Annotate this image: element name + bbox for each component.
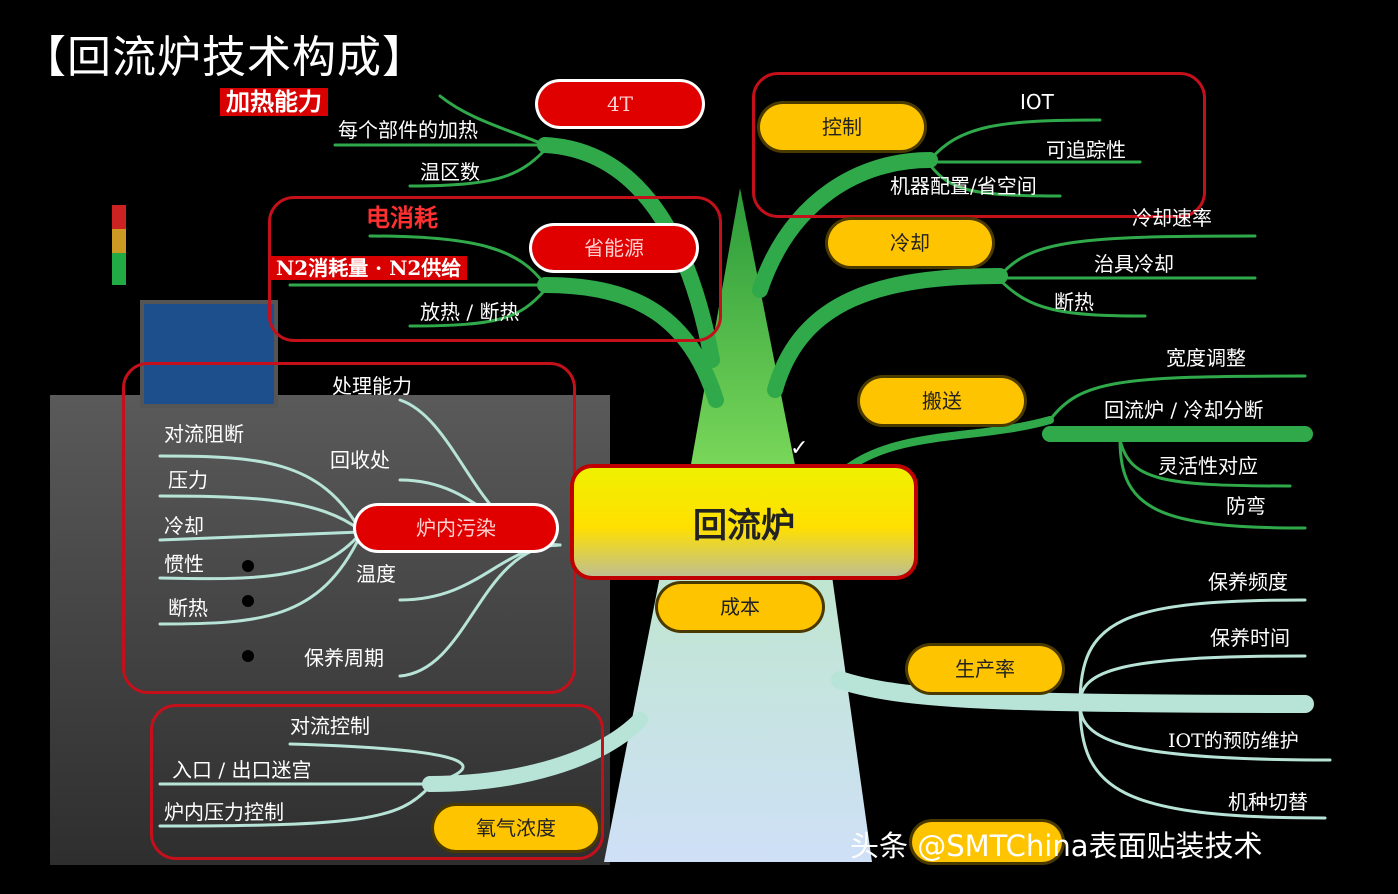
branch-maint-time bbox=[1078, 654, 1307, 706]
branch-insulation bbox=[998, 278, 1147, 318]
node-cooling: 冷却 bbox=[828, 220, 992, 266]
branch-release bbox=[408, 288, 547, 328]
branch-control bbox=[752, 152, 938, 298]
branch-iot bbox=[928, 118, 1102, 162]
node-energy: 省能源 bbox=[532, 226, 696, 270]
oxygen-frame bbox=[150, 704, 604, 860]
leaf-convection-control: 对流控制 bbox=[290, 714, 370, 738]
leaf-release: 放热 / 断热 bbox=[420, 300, 520, 324]
watermark: 头条 @SMTChina表面贴装技术 bbox=[850, 829, 1263, 863]
branch-power bbox=[368, 234, 547, 287]
machine-monitor-image bbox=[140, 300, 278, 408]
leaf-inertia: 惯性 bbox=[164, 552, 204, 576]
node-pollution: 炉内污染 bbox=[356, 506, 556, 550]
branch-oxygen bbox=[422, 712, 648, 792]
branch-productivity bbox=[831, 671, 1314, 713]
leaf-bend: 防弯 bbox=[1226, 494, 1266, 518]
branch-cooling bbox=[767, 268, 1008, 398]
branch-inertia bbox=[158, 532, 362, 581]
branch-insul2 bbox=[158, 534, 362, 626]
leaf-recovery: 回收处 bbox=[330, 448, 390, 472]
branch-convection-control bbox=[288, 742, 465, 786]
node-4t: 4T bbox=[538, 82, 702, 126]
branch-maint-freq bbox=[1078, 598, 1307, 706]
node-productivity: 生产率 bbox=[908, 646, 1062, 692]
leaf-n2: N2消耗量 · N2供给 bbox=[270, 256, 468, 280]
branch-heating-capacity bbox=[438, 94, 547, 147]
leaf-config: 机器配置/省空间 bbox=[890, 174, 1037, 198]
leaf-furnace-pressure: 炉内压力控制 bbox=[164, 800, 284, 824]
leaf-entry-exit: 入口 / 出口迷宫 bbox=[172, 758, 312, 782]
leaf-pressure: 压力 bbox=[168, 468, 208, 492]
branch-transport bbox=[844, 416, 1054, 472]
branch-changeover bbox=[1078, 702, 1327, 820]
leaf-insulation: 断热 bbox=[1054, 290, 1094, 314]
leaf-conv-block: 对流阻断 bbox=[164, 422, 244, 446]
leaf-power: 电消耗 bbox=[366, 203, 438, 232]
leaf-temp: 温度 bbox=[356, 562, 396, 586]
page-title: 【回流炉技术构成】 bbox=[22, 32, 427, 83]
leaf-trace: 可追踪性 bbox=[1046, 138, 1126, 162]
leaf-each-part: 每个部件的加热 bbox=[338, 118, 478, 142]
leaf-split: 回流炉 / 冷却分断 bbox=[1104, 398, 1264, 422]
node-cost: 成本 bbox=[658, 584, 822, 630]
branch-cool-rate bbox=[998, 234, 1257, 278]
leaf-zone-count: 温区数 bbox=[420, 160, 480, 184]
machine-dot bbox=[242, 595, 254, 607]
leaf-changeover: 机种切替 bbox=[1228, 790, 1308, 814]
machine-dot bbox=[242, 560, 254, 572]
branch-cycle bbox=[398, 543, 562, 678]
machine-dot bbox=[242, 650, 254, 662]
leaf-heating-capacity: 加热能力 bbox=[220, 88, 328, 116]
reflow-machine-image bbox=[50, 395, 610, 865]
leaf-iot: IOT bbox=[1020, 90, 1054, 114]
node-control: 控制 bbox=[760, 104, 924, 150]
leaf-maint-freq: 保养频度 bbox=[1208, 570, 1288, 594]
node-partial-bottom bbox=[912, 822, 1062, 862]
branch-iot-maint bbox=[1078, 702, 1332, 762]
branch-config bbox=[928, 163, 1062, 198]
lower-trunk bbox=[604, 576, 872, 862]
branch-pressure bbox=[158, 494, 362, 532]
branch-furnace-pressure bbox=[158, 784, 432, 828]
center-node: 回流炉 bbox=[574, 468, 914, 576]
leaf-cycle: 保养周期 bbox=[304, 646, 384, 670]
leaf-cool-rate: 冷却速率 bbox=[1132, 206, 1212, 230]
check-icon: ✓ bbox=[790, 436, 809, 461]
branch-4t bbox=[537, 137, 720, 368]
branch-flex bbox=[1118, 438, 1292, 488]
branch-bend bbox=[1118, 438, 1307, 530]
node-transport: 搬送 bbox=[860, 378, 1024, 424]
leaf-insul2: 断热 bbox=[168, 596, 208, 620]
signal-tower-image bbox=[112, 205, 126, 285]
branch-conv-block bbox=[158, 454, 362, 532]
branch-width bbox=[1048, 374, 1307, 422]
branch-zone-count bbox=[408, 148, 547, 188]
leaf-iot-maint: IOT的预防维护 bbox=[1168, 730, 1299, 752]
leaf-processing: 处理能力 bbox=[332, 374, 412, 398]
leaf-maint-time: 保养时间 bbox=[1210, 626, 1290, 650]
branch-cool bbox=[158, 530, 362, 542]
energy-frame bbox=[268, 196, 722, 342]
control-frame bbox=[752, 72, 1206, 218]
branch-energy bbox=[537, 277, 724, 408]
node-oxygen: 氧气浓度 bbox=[434, 806, 598, 850]
leaf-width: 宽度调整 bbox=[1166, 346, 1246, 370]
leaf-cool: 冷却 bbox=[164, 514, 204, 538]
leaf-fixture: 治具冷却 bbox=[1094, 252, 1174, 276]
leaf-flex: 灵活性对应 bbox=[1158, 454, 1258, 478]
